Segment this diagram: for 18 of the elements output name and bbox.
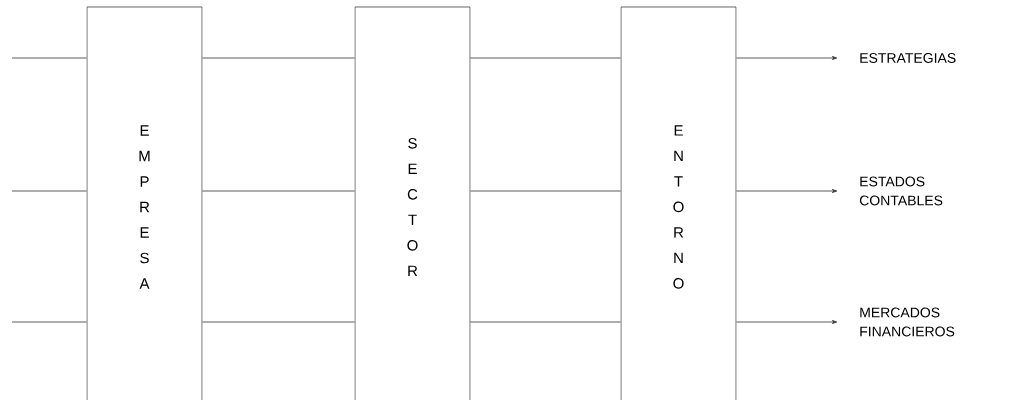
- connector-line: [470, 57, 621, 59]
- output-label: ESTRATEGIAS: [860, 53, 956, 63]
- connector-line: [11, 57, 87, 59]
- connector-line: [202, 321, 355, 323]
- connector-line: [202, 57, 355, 59]
- connector-line: [470, 321, 621, 323]
- arrow: [736, 189, 838, 193]
- process-box: EMPRESA: [86, 6, 203, 400]
- output-label: ESTADOS CONTABLES: [859, 176, 943, 206]
- output-label: MERCADOS FINANCIEROS: [860, 307, 955, 337]
- connector-line: [202, 190, 355, 192]
- arrow: [736, 320, 838, 324]
- process-box: SECTOR: [354, 6, 471, 400]
- connector-line: [470, 190, 621, 192]
- connector-line: [11, 321, 87, 323]
- arrow: [736, 56, 838, 60]
- process-box: ENTORNO: [620, 6, 737, 400]
- connector-line: [11, 190, 87, 192]
